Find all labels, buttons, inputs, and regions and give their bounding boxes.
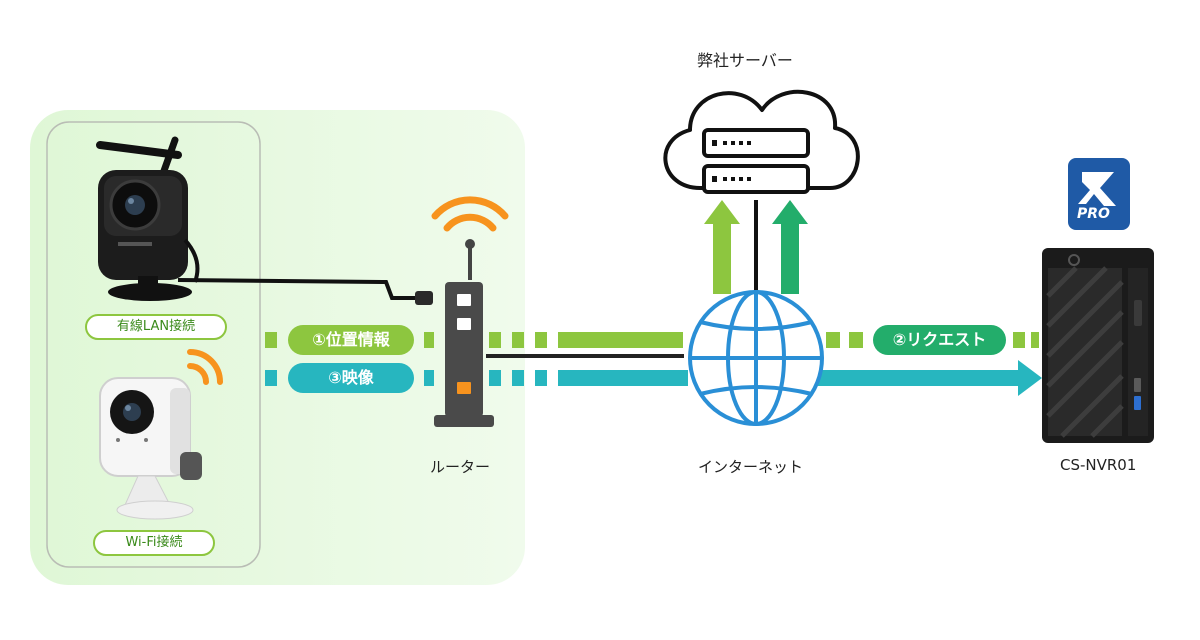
wifi-camera-icon [99,377,202,520]
router-label: ルーター [430,458,491,476]
wired-connection-badge: 有線LAN接続 [85,314,227,340]
ethernet-cable [177,278,418,300]
nvr-label: CS-NVR01 [1060,456,1137,474]
pro-logo-text: PRO [1077,206,1110,222]
request-flow-label: ②リクエスト [873,325,1006,355]
upload-arrow-darkgreen [772,200,808,294]
camera-group-frame [46,121,261,568]
server-icon [702,128,810,194]
globe-icon [688,290,824,426]
wired-camera-icon [96,136,200,301]
wifi-signal-icon [187,349,223,385]
internet-label: インターネット [698,458,804,476]
router-icon [431,196,509,427]
upload-arrow-green [704,200,740,294]
video-flow-label: ③映像 [288,363,414,393]
pro-logo [1068,158,1130,230]
video-flow-line [265,360,1042,396]
location-flow-label: ①位置情報 [288,325,414,355]
server-label: 弊社サーバー [697,51,793,70]
ethernet-plug-icon [415,291,433,305]
wifi-connection-badge: Wi-Fi接続 [93,530,215,556]
request-flow-line [826,332,1039,348]
nvr-device-icon [1042,248,1154,443]
location-flow-line [265,332,683,348]
